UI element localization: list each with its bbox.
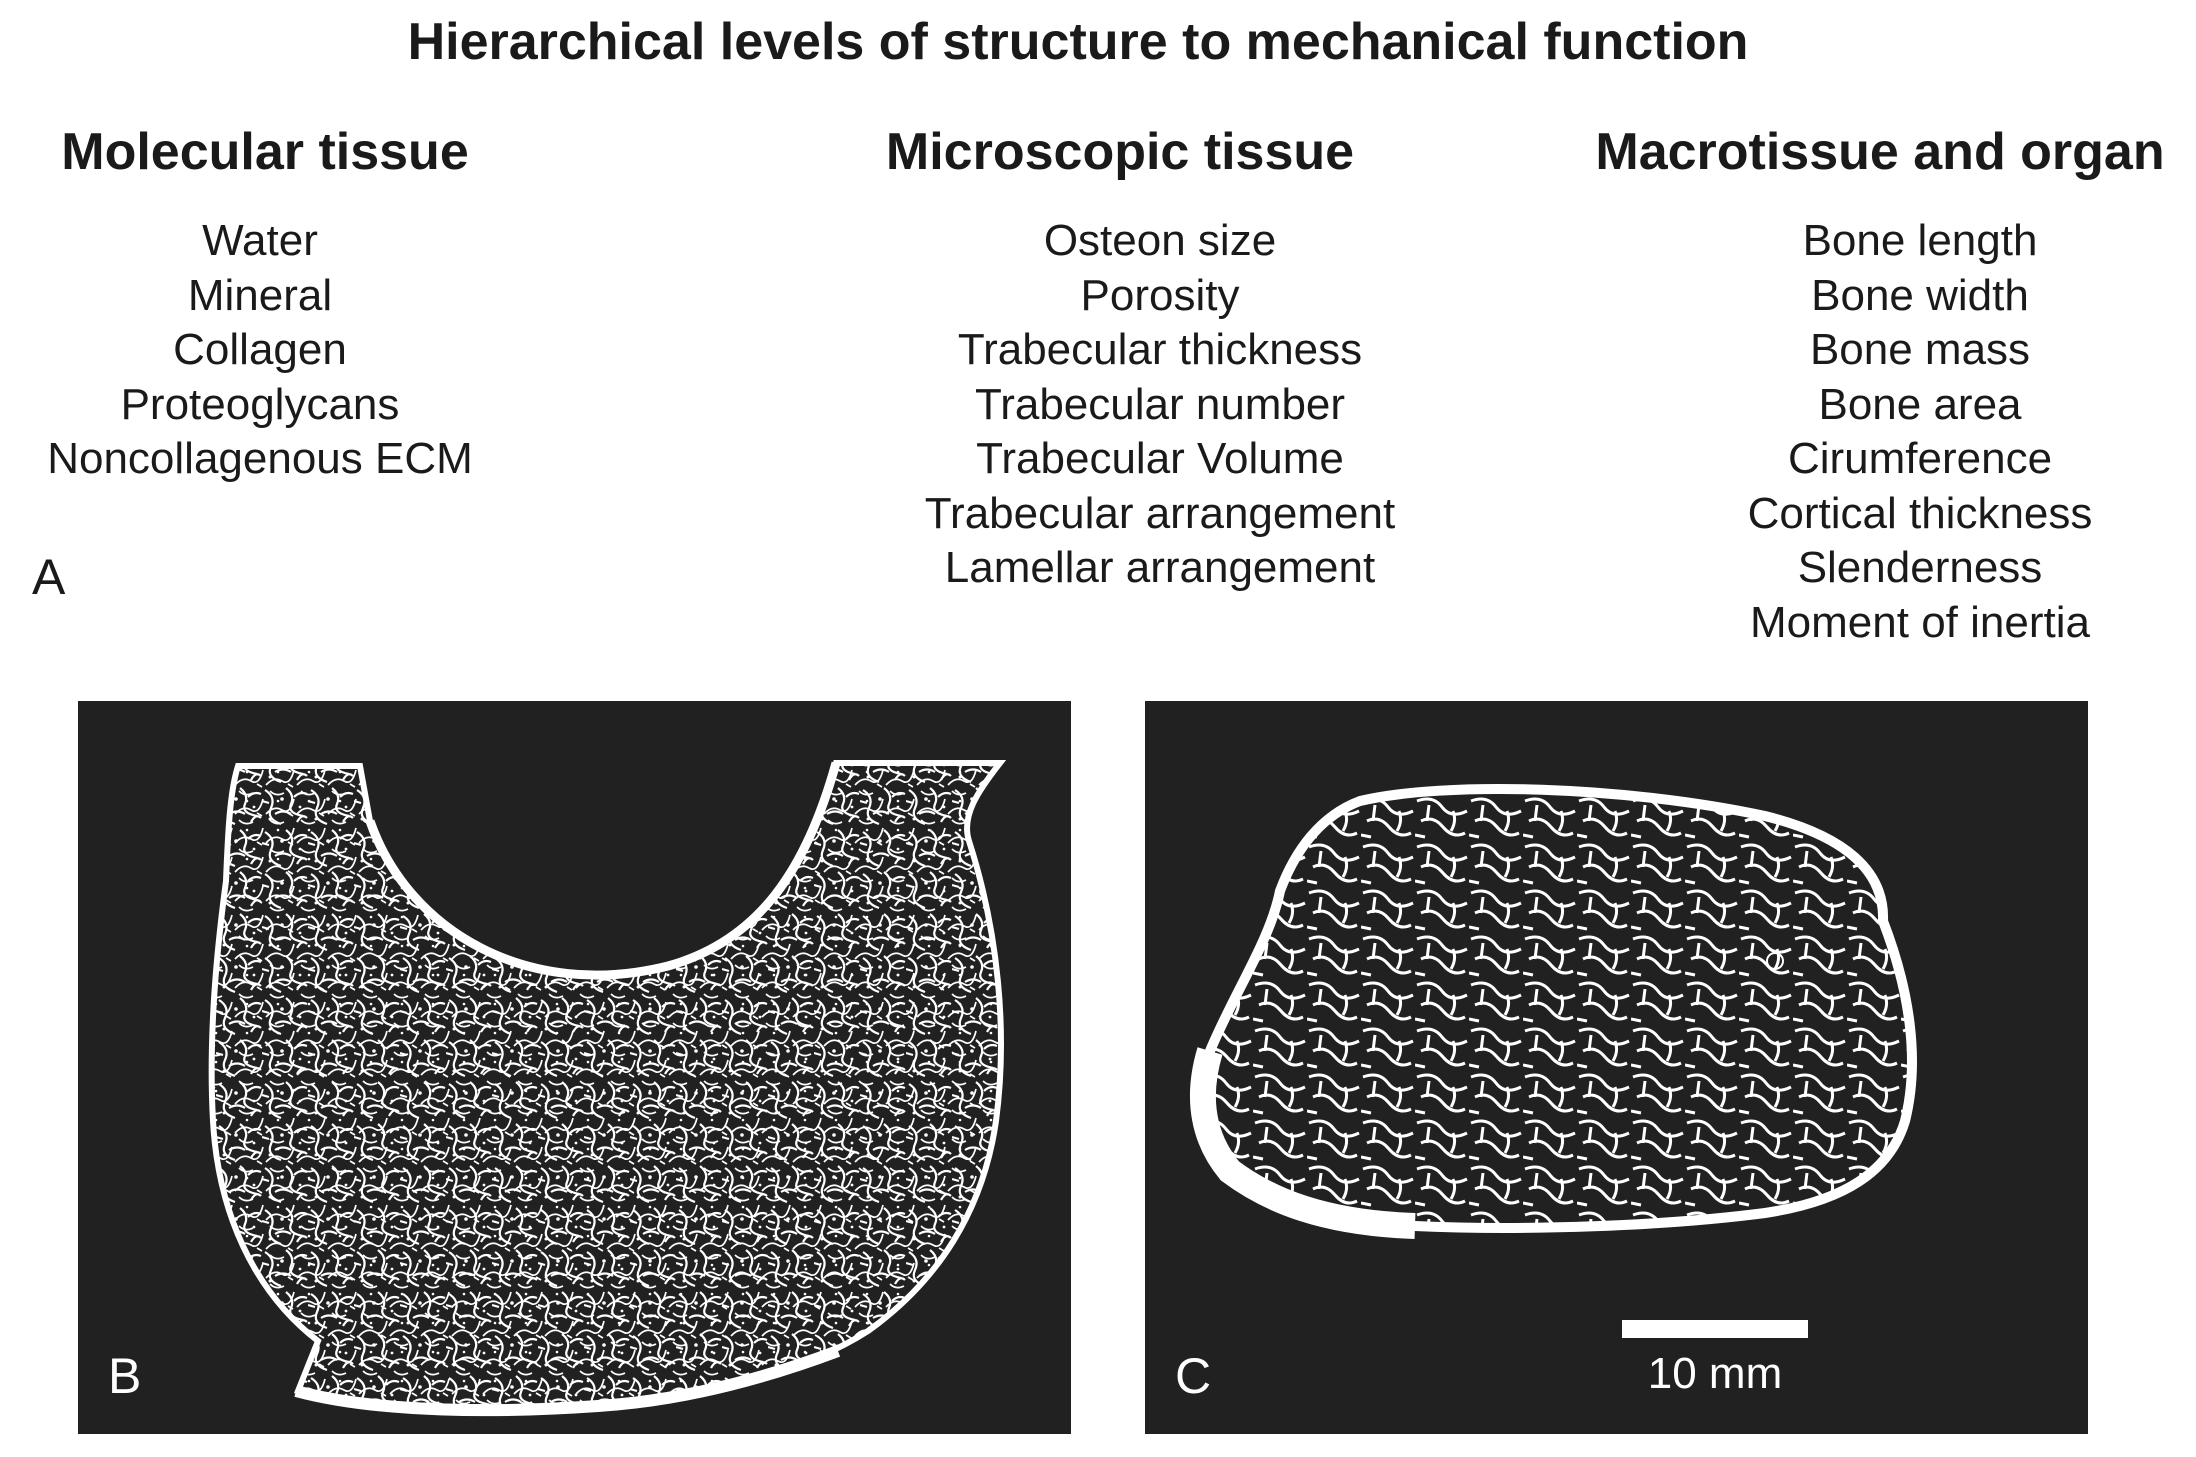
list-item: Bone mass — [1809, 325, 2031, 374]
panel-c-bone-section-image: 10 mm C — [1145, 701, 2088, 1434]
list-item: Bone area — [1818, 379, 2022, 429]
column-item-list: Bone length Bone width Bone mass Bone ar… — [1605, 214, 2196, 650]
panel-b-bone-section-image: B — [78, 701, 1071, 1434]
column-heading: Macrotissue and organ — [1595, 123, 2165, 181]
column-item-list: Osteon size Porosity Trabecular thicknes… — [860, 214, 1460, 596]
bone-cross-section-b — [208, 760, 1007, 1417]
bone-cross-section-c — [1189, 784, 1917, 1239]
list-item: Osteon size — [1043, 216, 1277, 265]
list-item: Cirumference — [1787, 434, 2053, 483]
list-item: Trabecular arrangement — [924, 488, 1396, 538]
list-item: Collagen — [173, 325, 347, 374]
list-item: Cortical thickness — [1747, 488, 2093, 538]
list-item: Trabecular number — [974, 379, 1346, 429]
panel-label-c: C — [1175, 1348, 1212, 1404]
column-heading: Molecular tissue — [61, 123, 469, 181]
list-item: Bone width — [1811, 270, 2029, 320]
column-macrotissue-and-organ: Macrotissue and organ Bone length Bone w… — [1565, 122, 2195, 650]
column-molecular-tissue: Molecular tissue Water Mineral Collagen … — [10, 122, 520, 487]
panel-label-b: B — [108, 1348, 142, 1404]
list-item: Porosity — [1080, 270, 1240, 320]
list-item: Trabecular thickness — [957, 325, 1363, 374]
list-item: Trabecular Volume — [976, 434, 1344, 483]
scale-bar — [1622, 1320, 1808, 1338]
list-item: Noncollagenous ECM — [47, 434, 473, 483]
scale-bar-label: 10 mm — [1647, 1349, 1783, 1398]
list-item: Water — [202, 216, 318, 265]
list-item: Slenderness — [1797, 543, 2043, 592]
list-item: Bone length — [1802, 216, 2038, 265]
list-item: Lamellar arrangement — [944, 543, 1376, 592]
list-item: Mineral — [187, 270, 333, 320]
column-heading: Microscopic tissue — [885, 123, 1355, 181]
list-item: Moment of inertia — [1750, 597, 2090, 647]
figure-title: Hierarchical levels of structure to mech… — [407, 13, 1749, 71]
column-microscopic-tissue: Microscopic tissue Osteon size Porosity … — [820, 122, 1420, 596]
panel-label-a: A — [32, 549, 66, 605]
column-item-list: Water Mineral Collagen Proteoglycans Non… — [5, 214, 515, 487]
list-item: Proteoglycans — [120, 379, 400, 429]
